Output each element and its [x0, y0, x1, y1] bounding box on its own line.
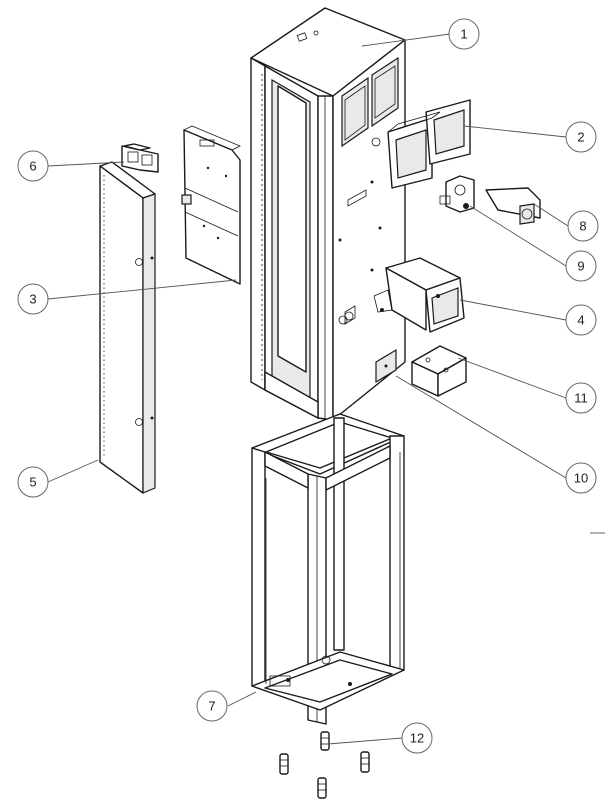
tray-box — [411, 345, 467, 397]
upper-cabinet — [250, 7, 406, 421]
lock-assembly — [439, 175, 475, 213]
svg-text:7: 7 — [208, 699, 215, 714]
mounting-plate — [181, 125, 241, 285]
svg-text:11: 11 — [574, 391, 588, 406]
small-bracket — [121, 143, 159, 173]
callout-2: 2 — [565, 121, 597, 153]
callout-5: 5 — [17, 466, 49, 498]
svg-text:5: 5 — [29, 475, 36, 490]
svg-text:3: 3 — [29, 292, 36, 307]
callout-12: 12 — [401, 722, 433, 754]
svg-text:2: 2 — [577, 130, 584, 145]
window-frames — [387, 99, 471, 189]
svg-text:8: 8 — [579, 219, 586, 234]
callout-11: 11 — [565, 382, 597, 414]
lower-frame — [251, 413, 405, 725]
svg-text:6: 6 — [29, 159, 36, 174]
access-plate — [375, 348, 397, 384]
front-door — [99, 161, 156, 494]
leader-lines — [47, 33, 569, 745]
callout-10: 10 — [565, 462, 597, 494]
svg-text:10: 10 — [574, 471, 588, 486]
cover-part-8 — [485, 187, 541, 225]
svg-text:4: 4 — [577, 313, 584, 328]
svg-text:1: 1 — [460, 27, 467, 42]
leveling-feet — [279, 731, 370, 799]
svg-text:12: 12 — [410, 731, 424, 746]
callout-1: 1 — [448, 18, 480, 50]
dispenser-housing — [373, 257, 465, 333]
callout-4: 4 — [565, 304, 597, 336]
callout-7: 7 — [196, 690, 228, 722]
callout-3: 3 — [17, 283, 49, 315]
callout-8: 8 — [567, 210, 599, 242]
svg-text:9: 9 — [577, 259, 584, 274]
callout-6: 6 — [17, 150, 49, 182]
callout-9: 9 — [565, 250, 597, 282]
